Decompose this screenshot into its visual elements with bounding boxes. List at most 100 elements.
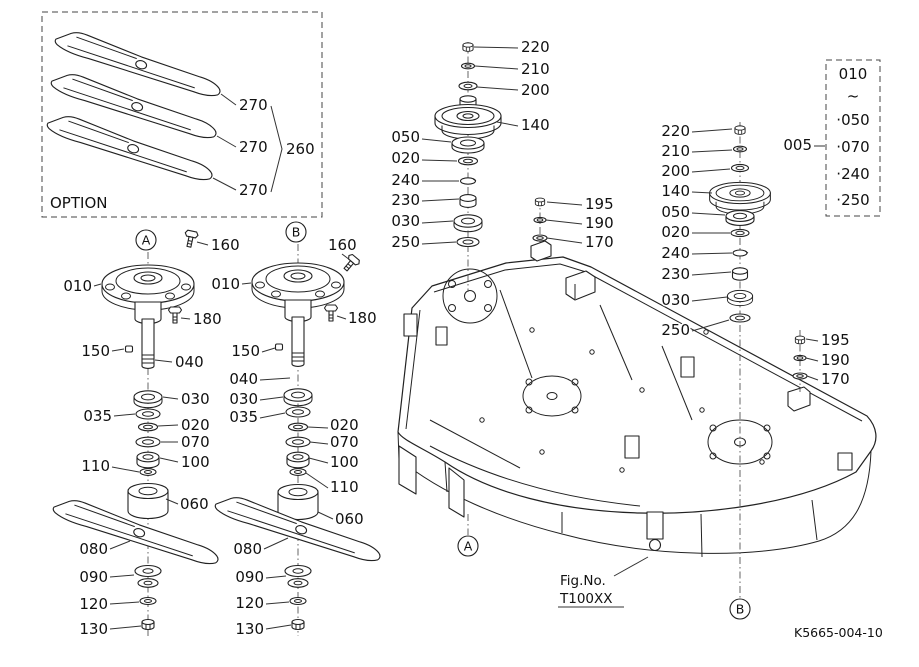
deck-spindle-opening-center (522, 375, 582, 417)
part-200-washer-center (458, 81, 478, 91)
fig-value: T100XX (559, 591, 613, 607)
marker-a-deck: A (457, 535, 479, 557)
kit-item-250: ·250 (836, 191, 869, 209)
callout-200-center: 200 (521, 81, 550, 99)
callout-030-b: 030 (229, 390, 258, 408)
option-box: 270 270 270 260 OPTION (41, 11, 323, 218)
callout-195-center: 195 (585, 195, 614, 213)
callout-210-center: 210 (521, 60, 550, 78)
deck-top-surface (397, 256, 877, 514)
part-030-bearing-right (726, 289, 754, 307)
callout-030-a: 030 (181, 390, 210, 408)
part-090-washers-a (134, 564, 162, 588)
callout-110-a: 110 (81, 457, 110, 475)
part-050-cover-center (451, 136, 485, 154)
kit-box-border (825, 59, 881, 217)
callout-040-a: 040 (175, 353, 204, 371)
hardware-center-leader-lines (545, 201, 583, 244)
callout-060-a: 060 (180, 495, 209, 513)
part-110-spacer-b (289, 468, 307, 476)
pulley-stack-center: 220 210 200 140 050 020 240 230 030 250 (390, 37, 551, 253)
callout-150-b: 150 (231, 342, 260, 360)
callout-010-a: 010 (63, 277, 92, 295)
callout-110-b: 110 (330, 478, 359, 496)
part-170-washer-right (792, 372, 808, 380)
part-170-washer-center (532, 234, 548, 242)
callout-230-right: 230 (661, 265, 690, 283)
svg-text:B: B (736, 602, 745, 617)
callout-010-b: 010 (211, 275, 240, 293)
part-120-lock-washer-b (289, 596, 307, 606)
deck-spindle-opening-left (442, 268, 498, 324)
part-100-bearing-lower-b (286, 451, 310, 469)
part-110-spacer-a (139, 468, 157, 476)
option-box-border (41, 11, 323, 218)
callout-140-center: 140 (521, 116, 550, 134)
deck-spindle-opening-right (707, 419, 773, 465)
callout-250-right: 250 (661, 321, 690, 339)
callout-160-b: 160 (328, 236, 357, 254)
part-150-pin-b (274, 343, 284, 351)
part-140-pulley-center-body (434, 103, 502, 140)
callout-040-b: 040 (229, 370, 258, 388)
callout-160-a: 160 (211, 236, 240, 254)
callout-blade-270-3: 270 (239, 181, 268, 199)
callout-190-right: 190 (821, 351, 850, 369)
callout-050-center: 050 (391, 128, 420, 146)
part-040-shaft-b (284, 299, 312, 367)
callout-240-right: 240 (661, 244, 690, 262)
part-050-cover-right (725, 210, 755, 226)
svg-text:A: A (142, 233, 151, 248)
marker-b-spindle: B (285, 221, 307, 243)
callout-070-b: 070 (330, 433, 359, 451)
callout-090-a: 090 (79, 568, 108, 586)
callout-020-b: 020 (330, 416, 359, 434)
kit-item-240: ·240 (836, 165, 869, 183)
part-220-nut-center (462, 42, 474, 52)
callout-210-right: 210 (661, 142, 690, 160)
hardware-group-right: 195 190 170 (792, 330, 851, 390)
part-020-shim-center (457, 156, 479, 166)
callout-130-a: 130 (79, 620, 108, 638)
part-160-bolt-a (182, 229, 200, 249)
svg-text:A: A (464, 539, 473, 554)
callout-030-right: 030 (661, 291, 690, 309)
part-130-nut-b (291, 618, 305, 631)
part-090-washers-b (284, 564, 312, 588)
callout-blade-set-260: 260 (286, 140, 315, 158)
callout-250-center: 250 (391, 233, 420, 251)
callout-180-a: 180 (193, 310, 222, 328)
spindle-a-leader-lines (93, 241, 209, 630)
fig-leader (613, 556, 649, 577)
part-240-snap-ring-center (459, 177, 477, 185)
part-180-bolt-a (167, 306, 183, 324)
mower-deck (397, 256, 877, 558)
part-040-shaft-a (134, 301, 162, 369)
callout-200-right: 200 (661, 162, 690, 180)
callout-020-center: 020 (391, 149, 420, 167)
option-title: OPTION (50, 194, 107, 212)
callout-100-a: 100 (181, 453, 210, 471)
part-195-nut-right (794, 335, 806, 345)
part-020-shim-right (730, 228, 750, 238)
callout-050-right: 050 (661, 203, 690, 221)
kit-box: 005 010 ~ ·050 ·070 ·240 ·250 (782, 59, 881, 217)
part-100-bearing-lower-a (136, 451, 160, 469)
callout-080-a: 080 (79, 540, 108, 558)
svg-text:B: B (292, 225, 301, 240)
part-mount-tab-center (530, 240, 552, 262)
callout-035-a: 035 (83, 407, 112, 425)
part-070-seal-a (135, 436, 161, 448)
callout-190-center: 190 (585, 214, 614, 232)
marker-a-spindle: A (135, 229, 157, 251)
spindle-b-leader-lines (241, 253, 351, 630)
callout-020-a: 020 (181, 416, 210, 434)
callout-240-center: 240 (391, 171, 420, 189)
part-035-collar-a (135, 408, 161, 420)
callout-005: 005 (783, 136, 812, 154)
spindle-assembly-b: 160 010 180 150 040 030 035 020 070 100 … (210, 235, 386, 640)
part-035-collar-b (285, 406, 311, 418)
callout-130-b: 130 (235, 620, 264, 638)
part-020-shim-a (137, 422, 159, 432)
